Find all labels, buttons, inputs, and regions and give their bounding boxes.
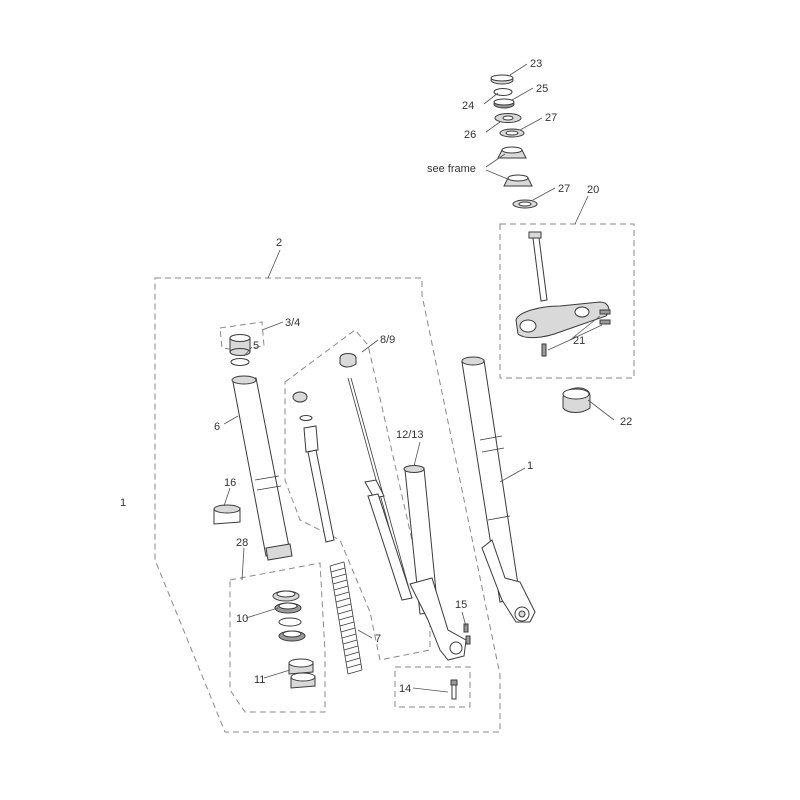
label-27-bottom: 27 [558, 183, 570, 195]
part-14-bolt [450, 679, 458, 700]
part-15-bolts [463, 623, 471, 645]
damper-parts [292, 353, 413, 601]
label-8-9: 8/9 [380, 334, 395, 346]
part-6-outer-tube [231, 375, 293, 561]
label-14: 14 [399, 683, 411, 695]
inner-parts-box [284, 329, 431, 661]
label-22: 22 [620, 416, 632, 428]
part-12-13-inner-tube [403, 465, 467, 661]
label-10: 10 [236, 613, 248, 625]
part-7-spring [329, 561, 363, 675]
pinch-bolt-3 [541, 343, 547, 357]
part-8-9-cap [339, 353, 357, 368]
damper-rod [307, 449, 335, 543]
label-7: 7 [375, 633, 381, 645]
fork-leg-bracket [481, 539, 536, 623]
part-24-washer [493, 88, 513, 96]
part-16-bush [213, 504, 241, 525]
bolt-box [394, 666, 471, 708]
label-16: 16 [224, 477, 236, 489]
part-10-seals [272, 590, 306, 642]
label-12-13: 12/13 [396, 429, 424, 441]
label-27-top: 27 [545, 112, 557, 124]
label-1: 1 [527, 460, 533, 472]
margin-mark: 1 [120, 497, 126, 509]
pinch-bolt-1 [599, 309, 611, 315]
bottom-yoke-stem [515, 231, 611, 357]
part-5-o-ring [230, 358, 250, 366]
label-28: 28 [236, 537, 248, 549]
callout-labels: 23 24 25 26 27 see frame 27 20 21 22 2 3… [120, 58, 632, 695]
part-3-4-top-cap [229, 334, 251, 356]
label-3-4: 3/4 [285, 317, 300, 329]
lower-leg-left [409, 577, 467, 661]
yoke-box [499, 223, 635, 379]
label-23: 23 [530, 58, 542, 70]
label-15: 15 [455, 599, 467, 611]
part-1-fork-leg [461, 356, 536, 623]
label-5: 5 [253, 340, 259, 352]
label-25: 25 [536, 83, 548, 95]
label-11: 11 [254, 674, 265, 686]
label-6: 6 [214, 421, 220, 433]
bearing-stack [490, 74, 538, 209]
fork-assembly-box [154, 277, 501, 733]
part-22-cap [562, 387, 591, 413]
cap-box [219, 321, 265, 351]
label-20: 20 [587, 184, 599, 196]
label-24: 24 [462, 100, 474, 112]
pinch-bolt-2 [599, 319, 611, 325]
cartridge-tube [367, 493, 413, 601]
label-see-frame: see frame [427, 163, 476, 175]
part-11-bushes [288, 658, 316, 689]
seals-box [229, 562, 326, 713]
label-21: 21 [573, 335, 585, 347]
label-26: 26 [464, 129, 476, 141]
label-2: 2 [276, 237, 282, 249]
leader-lines [223, 63, 615, 693]
stem-shaft [532, 237, 548, 302]
